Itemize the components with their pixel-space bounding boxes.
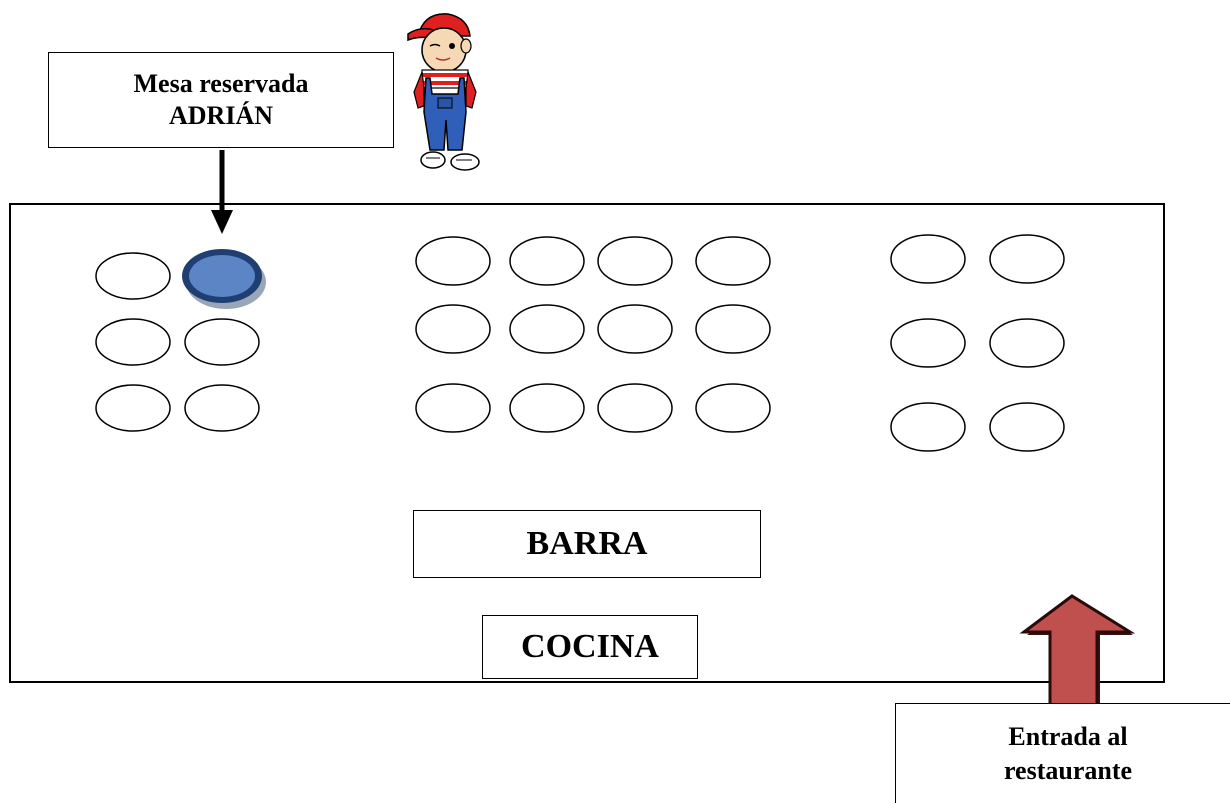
- right-table-group: [890, 234, 1065, 452]
- bar-label: BARRA: [526, 525, 648, 562]
- table[interactable]: [509, 236, 585, 286]
- table[interactable]: [95, 252, 171, 300]
- entrance-label-box: Entrada al restaurante: [895, 703, 1230, 803]
- table[interactable]: [890, 318, 966, 368]
- bar-counter: BARRA: [413, 510, 761, 578]
- table[interactable]: [989, 402, 1065, 452]
- kitchen: COCINA: [482, 615, 698, 679]
- table[interactable]: [184, 384, 260, 432]
- table[interactable]: [415, 236, 491, 286]
- table[interactable]: [890, 402, 966, 452]
- restaurant-outline: [9, 203, 1165, 683]
- table[interactable]: [415, 304, 491, 354]
- callout-line-2: ADRIÁN: [169, 101, 273, 130]
- table[interactable]: [95, 318, 171, 366]
- table[interactable]: [695, 383, 771, 433]
- entrance-arrow: [1019, 594, 1136, 711]
- table[interactable]: [509, 304, 585, 354]
- reserved-table[interactable]: [182, 249, 266, 309]
- reserved-table-callout: Mesa reservada ADRIÁN: [48, 52, 394, 148]
- table[interactable]: [184, 318, 260, 366]
- left-table-group: [95, 249, 266, 432]
- reserved-pointer-arrow: [211, 150, 233, 234]
- table[interactable]: [597, 236, 673, 286]
- entrance-line-2: restaurante: [1003, 755, 1133, 785]
- table[interactable]: [890, 234, 966, 284]
- entrance-line-1: Entrada al: [1008, 721, 1128, 751]
- cartoon-boy-with-red-cap-icon: [407, 13, 480, 171]
- kitchen-label: COCINA: [521, 628, 659, 665]
- table[interactable]: [597, 304, 673, 354]
- table[interactable]: [95, 384, 171, 432]
- table[interactable]: [695, 304, 771, 354]
- table[interactable]: [597, 383, 673, 433]
- callout-line-1: Mesa reservada: [133, 69, 309, 98]
- table[interactable]: [989, 318, 1065, 368]
- center-table-group: [415, 236, 771, 433]
- table[interactable]: [989, 234, 1065, 284]
- table[interactable]: [415, 383, 491, 433]
- table[interactable]: [509, 383, 585, 433]
- table[interactable]: [695, 236, 771, 286]
